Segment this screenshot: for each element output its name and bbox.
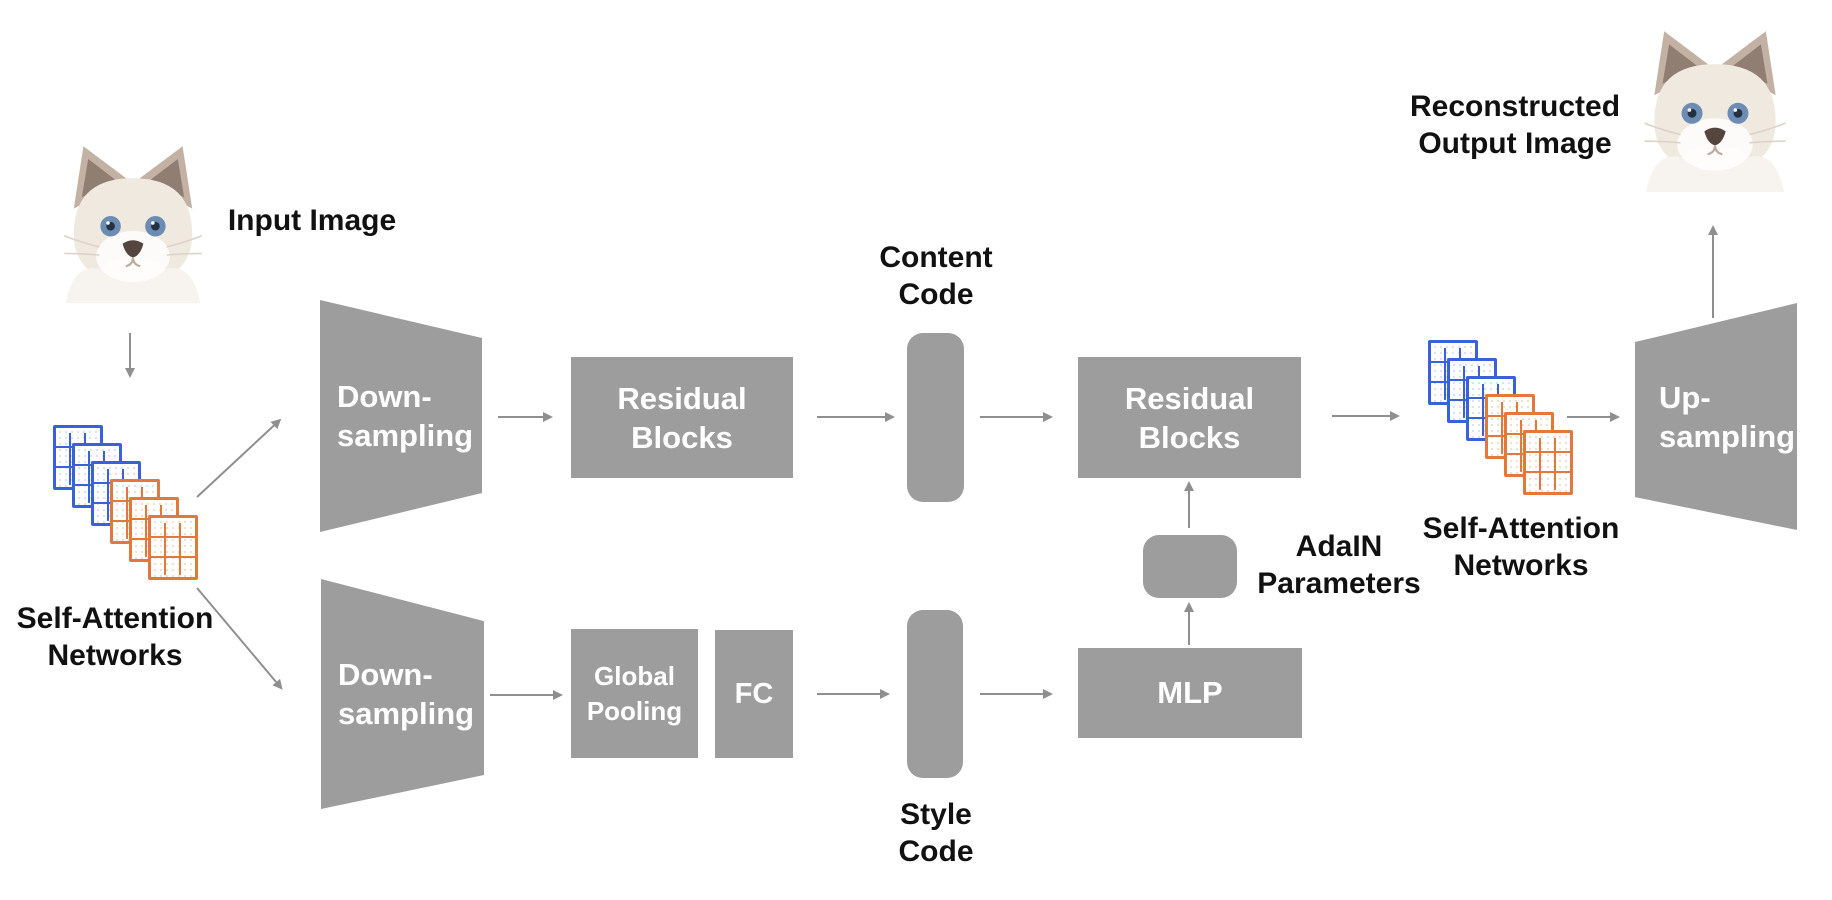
feature-map-orange [148,515,198,580]
arrow-downsampling-to-pooling [490,694,553,696]
adain-line2: Parameters [1257,567,1421,600]
global-pooling-block: Global Pooling [571,629,698,758]
content-code-line2: Code [898,278,974,311]
upsampling-line1: Up- [1659,379,1711,415]
residual-top-line2: Blocks [631,419,733,455]
arrow-residual-to-attention-right [1332,415,1390,417]
upsampling-block: Up- sampling [1635,303,1797,530]
feature-stack-left [53,425,198,580]
adain-parameters-node [1143,535,1237,598]
arrow-downsampling-to-residual [498,416,543,418]
self-attention-right-line2: Networks [1453,549,1589,582]
downsampling-bottom-block: Down- sampling [321,579,484,809]
style-code-label: Style Code [836,796,1036,870]
fc-block: FC [715,630,793,758]
residual-top-line1: Residual [617,380,747,416]
input-cat-image [53,140,213,306]
residual-blocks-top: Residual Blocks [571,357,793,478]
global-pooling-line2: Pooling [586,695,683,726]
style-code-line1: Style [900,798,972,831]
content-code-node [907,333,964,502]
style-code-line2: Code [898,835,974,868]
arrow-upsampling-to-output [1712,235,1714,318]
arrow-attention-to-content-encoder [196,424,275,498]
arrow-content-code-to-residual [980,416,1043,418]
residual-right-line1: Residual [1124,380,1255,416]
arrow-adain-to-residual [1188,491,1190,528]
self-attention-left-line1: Self-Attention [16,602,214,635]
feature-map-orange [1523,430,1573,495]
feature-stack-right [1428,340,1573,495]
self-attention-right-line1: Self-Attention [1422,512,1620,545]
downsampling-bottom-line1: Down- [338,657,433,692]
adain-line1: AdaIN [1295,530,1383,563]
downsampling-top-block: Down- sampling [320,300,482,532]
self-attention-left-label: Self-Attention Networks [15,600,215,674]
downsampling-top-line1: Down- [337,379,432,414]
reconstructed-line2: Output Image [1418,127,1612,160]
arrow-mlp-to-adain [1188,612,1190,645]
fc-label: FC [734,678,774,710]
downsampling-bottom-line2: sampling [338,696,475,731]
arrow-fc-to-style-code [817,693,880,695]
upsampling-line2: sampling [1659,418,1796,454]
adain-parameters-label: AdaIN Parameters [1239,528,1439,602]
arrow-input-to-attention [129,333,131,368]
content-code-label: Content Code [836,239,1036,313]
self-attention-right-label: Self-Attention Networks [1421,510,1621,584]
style-code-node [907,610,963,778]
global-pooling-line1: Global [594,660,675,691]
downsampling-top-line2: sampling [337,418,474,453]
residual-blocks-right: Residual Blocks [1078,357,1301,478]
mlp-block: MLP [1078,648,1302,738]
arrow-attention-to-upsampling [1567,416,1610,418]
arrow-style-code-to-mlp [980,693,1043,695]
arrow-residual-to-content-code [817,416,885,418]
self-attention-left-line2: Networks [47,639,183,672]
mlp-label: MLP [1157,675,1223,710]
output-cat-image [1633,26,1797,194]
reconstructed-line1: Reconstructed [1409,90,1621,123]
reconstructed-output-label: Reconstructed Output Image [1395,88,1635,162]
input-image-label: Input Image [227,204,397,237]
residual-right-line2: Blocks [1138,419,1241,455]
content-code-line1: Content [879,241,993,274]
